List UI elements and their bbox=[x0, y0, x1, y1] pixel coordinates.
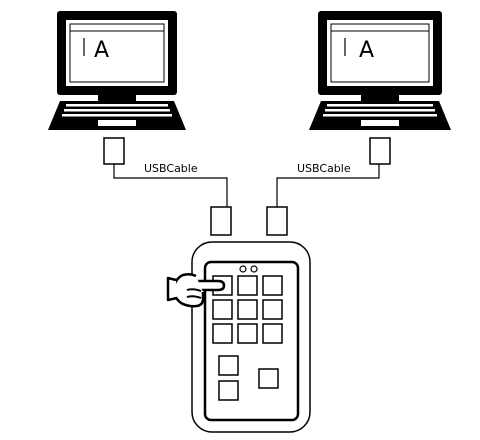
right-laptop: A bbox=[309, 11, 451, 130]
right-usb-cable: USBCable bbox=[266, 137, 391, 236]
right-laptop-keyboard bbox=[323, 104, 437, 126]
device-key[interactable] bbox=[262, 323, 283, 344]
device-led-left bbox=[239, 265, 247, 273]
left-usb-cable-label: USBCable bbox=[144, 162, 198, 175]
usb-device bbox=[191, 241, 311, 433]
right-usb-plug-bottom bbox=[266, 206, 288, 236]
device-led-right bbox=[250, 265, 258, 273]
left-laptop-window bbox=[69, 23, 165, 83]
left-usb-plug-top bbox=[103, 137, 125, 165]
device-key[interactable] bbox=[237, 299, 258, 320]
device-key[interactable] bbox=[237, 323, 258, 344]
right-laptop-window bbox=[330, 23, 430, 83]
right-laptop-hinge bbox=[361, 95, 399, 101]
left-laptop-keyboard bbox=[62, 104, 172, 126]
device-key[interactable] bbox=[218, 355, 239, 376]
device-key[interactable] bbox=[237, 275, 258, 296]
hand-pointer-icon bbox=[166, 272, 226, 308]
right-usb-plug-top bbox=[369, 137, 391, 165]
left-usb-cable: USBCable bbox=[103, 137, 232, 236]
device-key[interactable] bbox=[218, 380, 239, 401]
device-key[interactable] bbox=[262, 299, 283, 320]
left-laptop: A bbox=[48, 11, 186, 130]
left-laptop-hinge bbox=[98, 95, 136, 101]
right-usb-cable-label: USBCable bbox=[297, 162, 351, 175]
device-key[interactable] bbox=[262, 275, 283, 296]
right-laptop-screen-text: A bbox=[359, 38, 374, 63]
device-key[interactable] bbox=[212, 323, 233, 344]
right-usb-cable-wire bbox=[276, 164, 380, 207]
device-key[interactable] bbox=[258, 368, 279, 389]
left-usb-cable-wire bbox=[113, 164, 228, 207]
left-usb-plug-bottom bbox=[210, 206, 232, 236]
left-laptop-screen-text: A bbox=[94, 38, 109, 63]
device-key[interactable] bbox=[212, 299, 233, 320]
